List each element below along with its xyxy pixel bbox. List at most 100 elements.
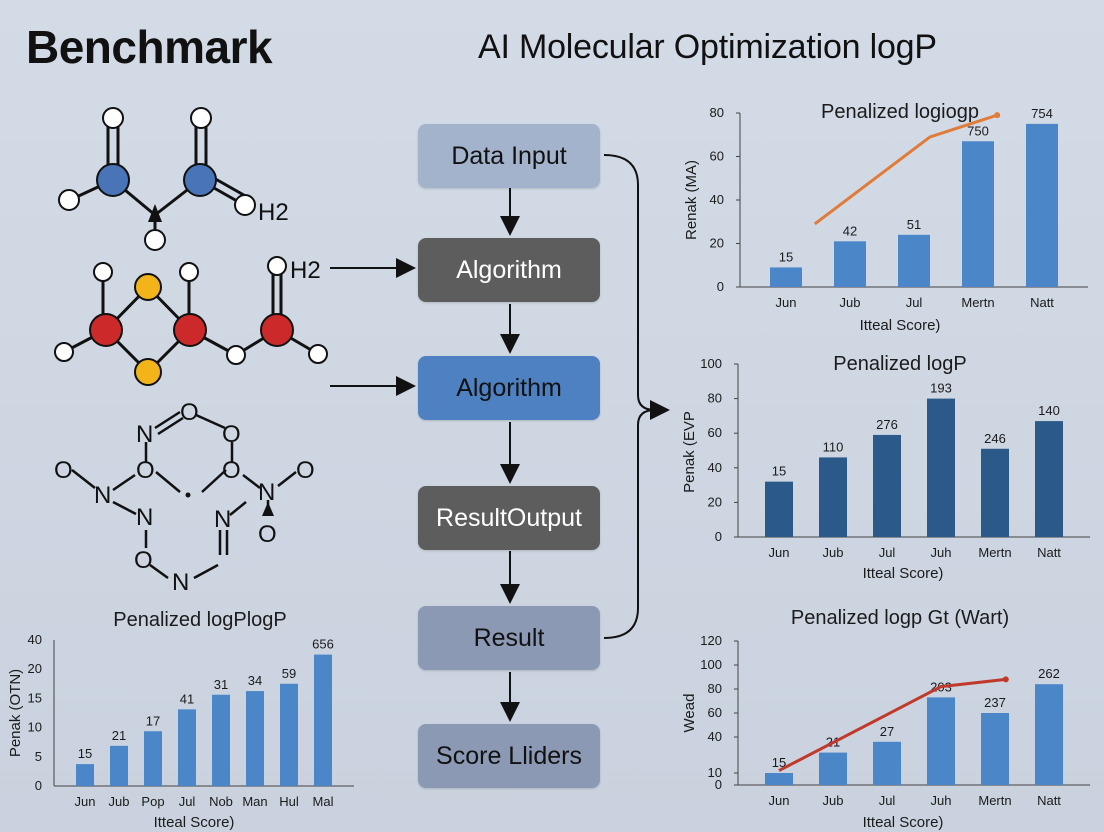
y-tick-label: 40 [28,632,42,647]
x-tick-label: Mertn [961,295,994,310]
diagram-title: AI Molecular Optimization logP [478,28,937,66]
flow-step-result[interactable]: Result [418,606,600,670]
y-axis-label: Penak (OTN) [7,669,24,757]
data-label: 262 [1038,666,1060,681]
y-tick-label: 15 [28,690,42,705]
flow-step-result-output[interactable]: ResultOutput [418,486,600,550]
page-title: Benchmark [26,21,273,73]
y-tick-label: 40 [708,460,722,475]
atom-label: N [258,479,275,506]
flow-step-label: Algorithm [456,373,562,402]
atom-label: N [136,504,153,531]
data-label: 51 [907,217,921,232]
x-tick-label: Jun [75,794,96,809]
x-tick-label: Jub [109,794,130,809]
data-label: 193 [930,381,952,396]
bar [962,141,994,287]
x-tick-label: Jun [769,545,790,560]
flow-step-label: Data Input [451,141,567,170]
y-tick-label: 0 [35,778,42,793]
data-label: 27 [880,724,894,739]
data-label: 276 [876,417,898,432]
x-tick-label: Mal [313,794,334,809]
data-label: 41 [180,691,194,706]
x-tick-label: Natt [1037,793,1061,808]
data-label: 31 [214,677,228,692]
bar [770,267,802,287]
bar [981,448,1009,537]
y-tick-label: 60 [708,705,722,720]
x-tick-label: Natt [1030,295,1054,310]
data-label: 15 [78,746,92,761]
flow-step-label: Algorithm [456,255,562,284]
flow-step-label: ResultOutput [436,503,582,532]
bar [1035,684,1063,785]
x-tick-label: Jul [906,295,923,310]
y-axis-label: Renak (MA) [683,160,700,240]
y-tick-label: 20 [708,494,722,509]
data-label: 246 [984,431,1006,446]
flow-step-algorithm-2[interactable]: Algorithm [418,356,600,420]
atom-label: N [94,482,111,509]
trend-line-end-point [1002,676,1009,683]
x-tick-label: Jun [776,295,797,310]
y-tick-label: 120 [700,633,722,648]
y-tick-label: 0 [715,529,722,544]
data-label: 15 [779,249,793,264]
x-axis-label: Itteal Score) [863,814,944,831]
data-label: 42 [843,223,857,238]
flow-step-score[interactable]: Score Lliders [418,724,600,788]
x-tick-label: Man [242,794,267,809]
data-label: 754 [1031,106,1053,121]
bar [212,694,230,786]
x-tick-label: Jub [823,793,844,808]
molecule-2-label: H2 [290,257,321,284]
x-tick-label: Mertn [978,793,1011,808]
flow-step-label: Score Lliders [436,741,582,770]
x-axis-label: Itteal Score) [863,565,944,582]
molecule-1-label: H2 [258,199,289,226]
atom-label: N [136,421,153,448]
y-tick-label: 100 [700,657,722,672]
x-tick-label: Mertn [978,545,1011,560]
bar [314,654,332,786]
y-tick-label: 60 [708,425,722,440]
atom-label: N [214,506,231,533]
y-tick-label: 20 [710,236,724,251]
bar [981,713,1009,785]
atom-label-n: N [172,569,189,596]
x-tick-label: Jul [879,545,896,560]
molecule-2-atoms [54,256,328,386]
chart-title: Penalized logP [833,353,966,375]
bar [834,241,866,287]
trend-line [778,677,1006,772]
data-label: 21 [112,728,126,743]
x-axis-label: Itteal Score) [860,317,941,334]
y-tick-label: 20 [28,661,42,676]
bar [873,741,901,785]
bar [178,709,196,786]
atom-label: O [296,457,315,484]
molecule-3-atom-labels: O N O O N O O N N O O N O [54,399,315,574]
flow-step-data-input[interactable]: Data Input [418,124,600,188]
x-tick-label: Hul [279,794,299,809]
y-tick-label: 100 [700,356,722,371]
data-label: 656 [312,637,334,652]
chart-title: Penalized logPlogP [113,609,286,631]
atom-label: O [54,457,73,484]
y-axis-label: Wead [681,694,698,733]
x-tick-label: Jul [179,794,196,809]
trend-line-end-point [994,112,1001,119]
bar [280,683,298,786]
x-tick-label: Jul [879,793,896,808]
bar [898,234,930,287]
bar [246,691,264,786]
bar [765,773,793,785]
bar [1026,123,1058,287]
data-label: 110 [823,439,844,454]
data-label: 750 [967,123,989,138]
flow-step-algorithm-1[interactable]: Algorithm [418,238,600,302]
x-tick-label: Jun [769,793,790,808]
atom-label: O [180,399,199,426]
